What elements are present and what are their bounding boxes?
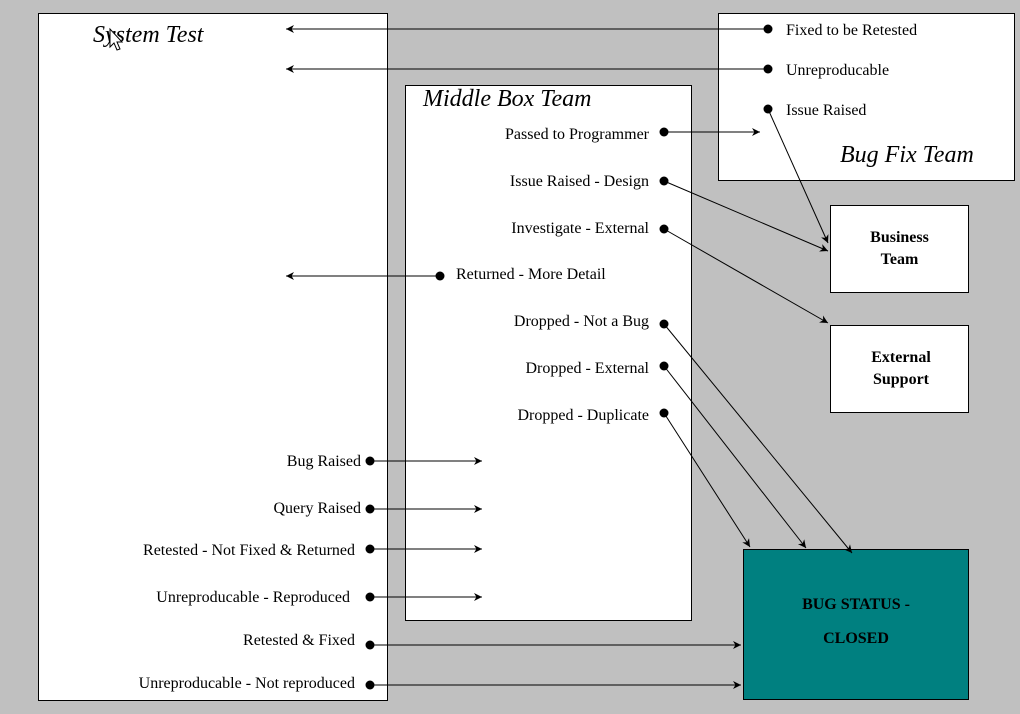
- mouse-cursor-icon: [109, 27, 124, 51]
- arrow-investigate-external: [663, 228, 829, 324]
- middle-box-team-title: Middle Box Team: [423, 86, 592, 112]
- middle-box-team-box: [405, 85, 692, 621]
- dot-query-raised: [365, 504, 375, 514]
- mbt-item-returned-more-detail: Returned - More Detail: [456, 266, 606, 283]
- business-team-label: Business Team: [830, 227, 969, 271]
- dot-unreproducable-not-reproduced: [365, 680, 375, 690]
- external-support-box: [830, 325, 969, 413]
- dot-investigate-external: [659, 224, 669, 234]
- dot-passed-to-programmer: [659, 127, 669, 137]
- dot-dropped-not-a-bug: [659, 319, 669, 329]
- bugfix-item-fixed-to-be-retested: Fixed to be Retested: [786, 22, 918, 39]
- business-team-line2: Team: [880, 251, 919, 268]
- dot-issue-raised-design: [659, 176, 669, 186]
- dot-dropped-external: [659, 361, 669, 371]
- external-support-label: External Support: [830, 347, 972, 391]
- st-output-bug-raised: Bug Raised: [286, 453, 361, 470]
- dot-bug-raised: [365, 456, 375, 466]
- dot-retested-fixed: [365, 640, 375, 650]
- bugfix-item-unreproducable: Unreproducable: [786, 62, 890, 79]
- st-output-retested-fixed: Retested & Fixed: [243, 632, 355, 649]
- st-output-retested-not-fixed-returned: Retested - Not Fixed & Returned: [143, 542, 355, 559]
- arrow-dropped-not-a-bug: [663, 323, 853, 554]
- arrow-dropped-external: [663, 365, 807, 549]
- mbt-item-investigate-external: Investigate - External: [511, 220, 649, 237]
- bug-status-line2: CLOSED: [823, 630, 889, 647]
- arrow-dropped-duplicate: [663, 412, 751, 548]
- bug-fix-team-title: Bug Fix Team: [840, 142, 974, 168]
- dot-unreproducable: [763, 64, 773, 74]
- dot-retested-not-fixed: [365, 544, 375, 554]
- bug-fix-team-box: [718, 13, 1015, 181]
- mbt-item-dropped-duplicate: Dropped - Duplicate: [517, 407, 649, 424]
- external-support-line2: Support: [872, 371, 930, 388]
- mbt-item-passed-to-programmer: Passed to Programmer: [505, 126, 649, 143]
- mbt-item-dropped-external: Dropped - External: [525, 360, 649, 377]
- st-output-unreproducable-reproduced: Unreproducable - Reproduced: [156, 589, 350, 606]
- mbt-item-dropped-not-a-bug: Dropped - Not a Bug: [513, 313, 649, 330]
- dot-unreproducable-reproduced: [365, 592, 375, 602]
- dot-returned-more-detail: [435, 271, 445, 281]
- bugfix-item-issue-raised: Issue Raised: [786, 102, 867, 119]
- mbt-item-issue-raised-design: Issue Raised - Design: [509, 173, 649, 190]
- st-output-query-raised: Query Raised: [273, 500, 361, 517]
- dot-issue-raised: [763, 104, 773, 114]
- bug-status-line1: BUG STATUS -: [802, 596, 910, 613]
- arrow-issue-raised-to-business: [767, 108, 829, 244]
- bug-status-closed-box: [743, 549, 969, 700]
- dot-dropped-duplicate: [659, 408, 669, 418]
- business-team-line1: Business: [870, 229, 929, 246]
- arrow-issue-raised-design: [663, 180, 829, 252]
- external-support-line1: External: [871, 349, 931, 366]
- st-output-unreproducable-not-reproduced: Unreproducable - Not reproduced: [138, 675, 355, 692]
- dot-fixed-to-be-retested: [763, 24, 773, 34]
- business-team-box: [830, 205, 969, 293]
- system-test-box: [38, 13, 388, 701]
